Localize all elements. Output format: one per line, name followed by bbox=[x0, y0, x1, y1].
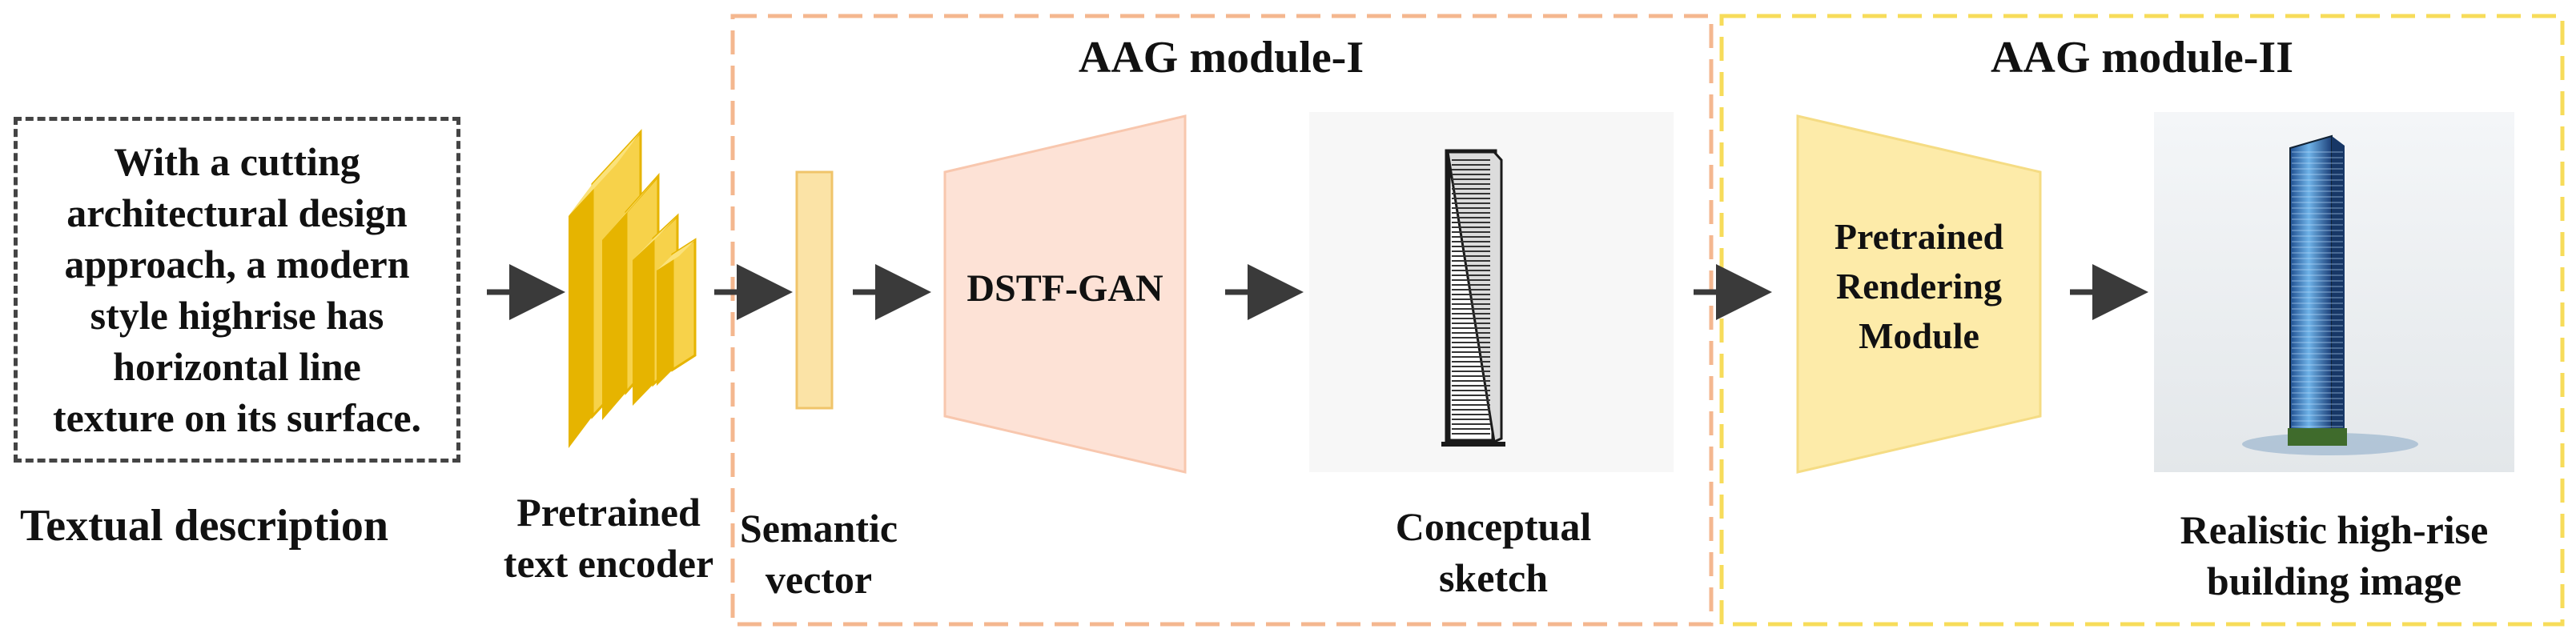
building-image-caption: Realistic high-rise building image bbox=[2114, 504, 2554, 607]
renderer-line: Module bbox=[1859, 315, 1979, 356]
caption-line: Semantic bbox=[739, 506, 898, 551]
gan-shape bbox=[943, 114, 1187, 474]
textual-description-caption: Textual description bbox=[20, 501, 388, 551]
caption-line: Realistic high-rise bbox=[2180, 507, 2489, 552]
caption-line: sketch bbox=[1438, 555, 1549, 600]
semantic-vector-bar bbox=[795, 170, 834, 410]
caption-line: Conceptual bbox=[1395, 504, 1592, 549]
encoder-caption: Pretrained text encoder bbox=[480, 487, 737, 589]
module2-title: AAG module-II bbox=[1990, 33, 2294, 82]
text-line: approach, a modern bbox=[64, 242, 410, 286]
text-input-box: With a cutting architectural design appr… bbox=[14, 117, 460, 463]
caption-line: Pretrained bbox=[516, 490, 701, 535]
text-line: texture on its surface. bbox=[52, 395, 422, 440]
gan-label: DSTF-GAN bbox=[967, 267, 1163, 310]
rendered-building-image bbox=[2154, 112, 2514, 472]
renderer-line: Rendering bbox=[1836, 266, 2002, 306]
module1-frame bbox=[730, 14, 1714, 627]
text-line: With a cutting bbox=[114, 139, 360, 184]
text-line: style highrise has bbox=[90, 293, 384, 338]
renderer-line: Pretrained bbox=[1834, 216, 2004, 257]
caption-line: text encoder bbox=[503, 541, 714, 586]
text-line: architectural design bbox=[66, 190, 408, 235]
renderer-label: Pretrained Rendering Module bbox=[1798, 212, 2040, 361]
sketch-caption: Conceptual sketch bbox=[1313, 501, 1674, 603]
text-line: horizontal line bbox=[113, 344, 361, 389]
encoder-layers bbox=[569, 129, 697, 448]
semantic-vector-caption: Semantic vector bbox=[721, 503, 917, 605]
caption-line: building image bbox=[2206, 559, 2462, 603]
sketch-image bbox=[1309, 112, 1674, 472]
module1-title: AAG module-I bbox=[1078, 33, 1364, 82]
module2-frame bbox=[1719, 14, 2565, 627]
text-input-content: With a cutting architectural design appr… bbox=[29, 136, 445, 443]
renderer-shape bbox=[1796, 114, 2042, 474]
caption-line: vector bbox=[765, 557, 873, 602]
